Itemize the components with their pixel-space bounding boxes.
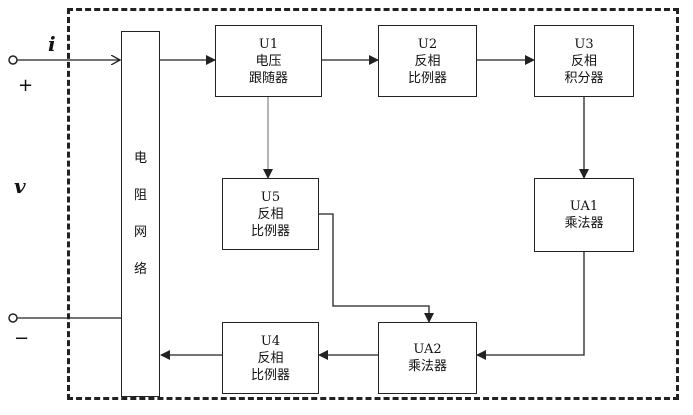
- block-id: U5: [261, 189, 280, 206]
- wire-ua1-to-ua2: [477, 252, 584, 355]
- resistor-network-char: 电: [134, 150, 147, 167]
- block-id: U1: [259, 36, 278, 53]
- block-id: UA1: [570, 198, 598, 215]
- block-id: U2: [418, 36, 437, 53]
- plus-sign: +: [18, 77, 33, 95]
- block-id: U4: [261, 333, 280, 350]
- block-line: 乘法器: [408, 358, 447, 375]
- block-ua2-multiplier: UA2 乘法器: [378, 322, 477, 394]
- block-u2-inverting-amplifier: U2 反相 比例器: [378, 25, 477, 97]
- block-ua1-multiplier: UA1 乘法器: [534, 178, 634, 252]
- resistor-network-char: 络: [134, 261, 147, 278]
- block-line: 反相: [257, 206, 283, 223]
- block-line: 比例器: [251, 367, 290, 384]
- resistor-network: 电 阻 网 络: [121, 31, 160, 397]
- block-u3-inverting-integrator: U3 反相 积分器: [534, 25, 634, 97]
- block-line: 反相: [257, 350, 283, 367]
- terminal-plus: [9, 56, 17, 64]
- block-line: 比例器: [251, 223, 290, 240]
- current-label: i: [48, 34, 56, 54]
- terminal-minus: [9, 314, 17, 322]
- block-line: 反相: [414, 53, 440, 70]
- block-u4-inverting-amplifier: U4 反相 比例器: [222, 322, 319, 394]
- resistor-network-char: 阻: [134, 187, 147, 204]
- wire-u5-to-ua2: [319, 214, 429, 322]
- resistor-network-char: 网: [134, 224, 147, 241]
- block-line: 积分器: [564, 70, 603, 87]
- minus-sign: −: [14, 330, 29, 348]
- block-line: 电压: [255, 53, 281, 70]
- block-id: UA2: [413, 341, 441, 358]
- block-u1-voltage-follower: U1 电压 跟随器: [215, 25, 322, 97]
- block-id: U3: [574, 36, 593, 53]
- block-line: 乘法器: [564, 215, 603, 232]
- voltage-label: v: [14, 176, 26, 196]
- block-line: 跟随器: [249, 70, 288, 87]
- block-u5-inverting-amplifier: U5 反相 比例器: [222, 178, 319, 250]
- block-line: 比例器: [408, 70, 447, 87]
- block-line: 反相: [571, 53, 597, 70]
